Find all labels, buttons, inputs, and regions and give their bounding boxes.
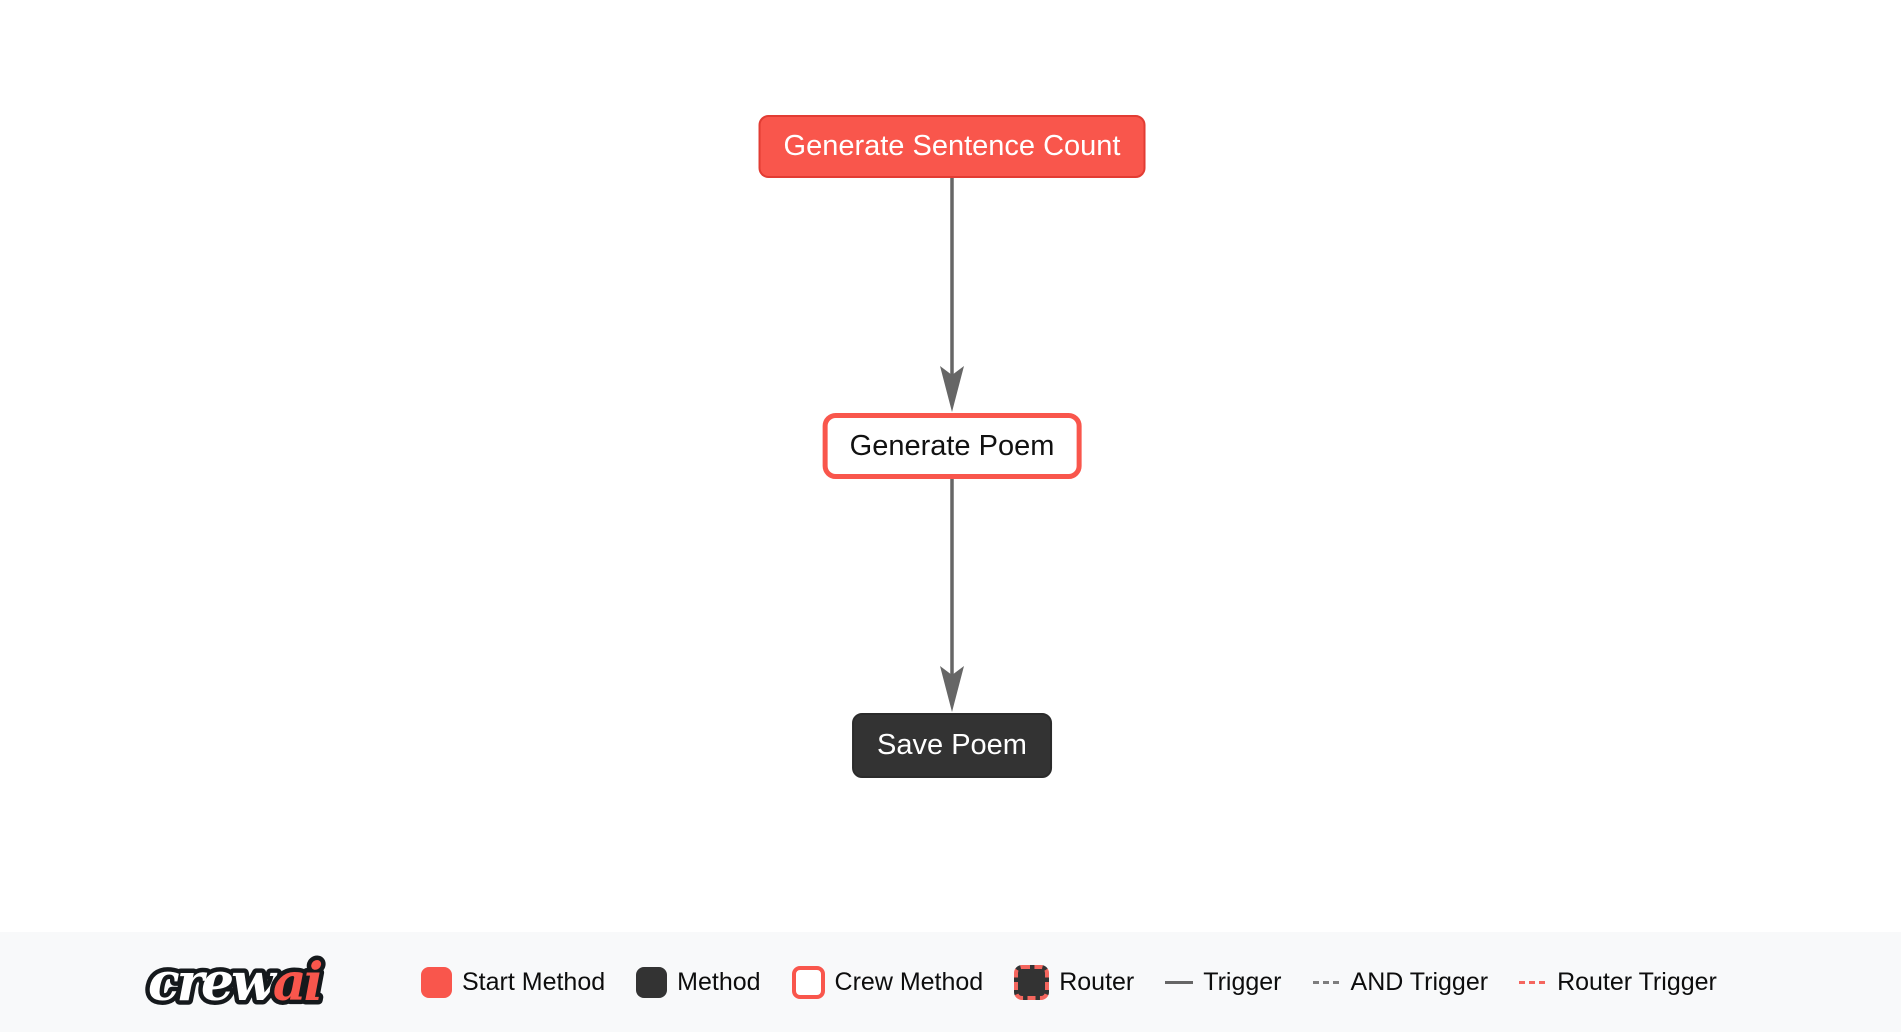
legend-label: Start Method	[462, 967, 606, 996]
legend-item-method: Method	[636, 966, 761, 998]
legend-item-and-trigger: AND Trigger	[1312, 967, 1489, 997]
crewai-logo: crewai	[144, 948, 330, 1018]
legend-label: Router	[1059, 967, 1135, 996]
crewai-logo-text: crewai	[148, 952, 322, 1013]
edge-arrowhead-1	[940, 366, 964, 412]
legend-bar: crewai Start Method Method Crew Method R…	[0, 932, 1901, 1032]
crew-method-swatch-icon	[791, 965, 825, 999]
legend-label: Router Trigger	[1557, 967, 1717, 996]
trigger-line-icon	[1165, 980, 1194, 984]
legend-label: Method	[677, 967, 761, 996]
logo-crew-text: crew	[148, 952, 278, 1013]
node-generate-sentence-count[interactable]: Generate Sentence Count	[758, 115, 1146, 178]
legend-item-trigger: Trigger	[1165, 967, 1282, 997]
logo-ai-text: ai	[273, 952, 322, 1013]
flow-edges-layer	[940, 178, 964, 712]
router-swatch-icon	[1014, 964, 1050, 1000]
node-save-poem[interactable]: Save Poem	[852, 713, 1052, 778]
legend-item-router: Router	[1014, 964, 1135, 1000]
legend-item-router-trigger: Router Trigger	[1519, 968, 1717, 997]
legend-item-start-method: Start Method	[421, 966, 606, 998]
legend-label: Trigger	[1203, 967, 1282, 996]
legend-label: AND Trigger	[1350, 967, 1489, 996]
flow-canvas: Generate Sentence Count Generate Poem Sa…	[758, 115, 1146, 778]
node-generate-poem[interactable]: Generate Poem	[822, 413, 1082, 479]
start-method-swatch-icon	[421, 966, 452, 998]
method-swatch-icon	[636, 966, 668, 998]
edge-arrowhead-2	[940, 666, 964, 712]
and-trigger-line-icon	[1312, 980, 1341, 984]
router-trigger-line-icon	[1519, 980, 1548, 984]
legend-label: Crew Method	[834, 967, 984, 996]
legend-item-crew-method: Crew Method	[791, 965, 984, 999]
